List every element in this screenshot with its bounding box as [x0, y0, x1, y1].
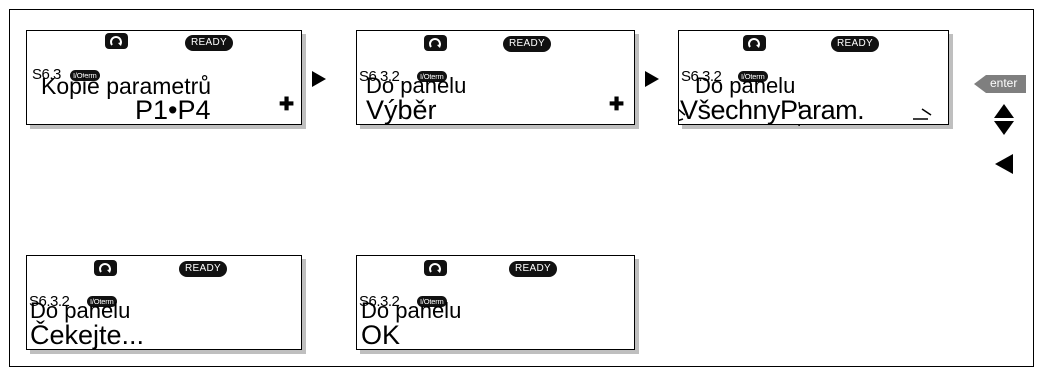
display-line-2: Čekejte...: [30, 320, 145, 350]
up-triangle-icon[interactable]: [993, 103, 1015, 124]
plus-arrow-icon: ✚: [279, 94, 295, 114]
rotation-icon: [105, 33, 128, 49]
keypad-display-4: S6.3.2 I/Oterm READY Do panelu Čekejte..…: [26, 255, 302, 350]
left-triangle-icon[interactable]: [994, 153, 1014, 180]
menu-code: S6.3.2: [359, 68, 400, 85]
rotation-icon: [743, 35, 766, 51]
io-term-badge: I/Oterm: [87, 296, 117, 307]
display-line-2: VšechnyParam.: [680, 95, 865, 125]
rotation-icon: [94, 260, 117, 276]
io-term-badge: I/Oterm: [417, 71, 447, 82]
keypad-display-5: S6.3.2 I/Oterm READY Do panelu OK: [356, 255, 635, 350]
ready-badge: READY: [509, 261, 557, 277]
io-term-badge: I/Oterm: [70, 70, 100, 81]
display-line-1: Kopie parametrů: [41, 73, 212, 99]
plus-arrow-icon: ✚: [609, 94, 625, 114]
display-line-1: Do panelu: [361, 298, 462, 323]
display-line-2: OK: [361, 320, 401, 350]
menu-code: S6.3.2: [681, 68, 722, 85]
rotation-icon: [424, 35, 447, 51]
menu-code: S6.3.2: [29, 293, 70, 310]
right-triangle-icon: [311, 70, 327, 93]
keypad-display-2: S6.3.2 I/Oterm READY Do panelu Výběr ✚: [356, 30, 635, 125]
io-term-badge: I/Oterm: [738, 71, 768, 82]
display-line-1: Do panelu: [695, 73, 796, 98]
ready-badge: READY: [179, 261, 227, 277]
menu-code: S6.3.2: [359, 293, 400, 310]
display-line-2: P1•P4: [135, 95, 211, 125]
io-term-badge: I/Oterm: [417, 296, 447, 307]
enter-label: enter: [990, 76, 1018, 90]
keypad-display-3: S6.3.2 I/Oterm READY Do panelu VšechnyPa…: [678, 30, 949, 126]
enter-button[interactable]: enter: [974, 73, 1029, 100]
down-triangle-icon[interactable]: [993, 120, 1015, 141]
ready-badge: READY: [185, 35, 233, 51]
display-line-2: Výběr: [366, 95, 437, 125]
display-line-1: Do panelu: [366, 73, 467, 98]
keypad-display-1: S6.3 I/Oterm READY Kopie parametrů P1•P4…: [26, 30, 302, 125]
display-line-1: Do panelu: [30, 298, 131, 323]
rotation-icon: [424, 260, 447, 276]
ready-badge: READY: [503, 36, 551, 52]
ready-badge: READY: [831, 36, 879, 52]
menu-code: S6.3: [32, 66, 61, 83]
right-triangle-icon: [644, 70, 660, 93]
